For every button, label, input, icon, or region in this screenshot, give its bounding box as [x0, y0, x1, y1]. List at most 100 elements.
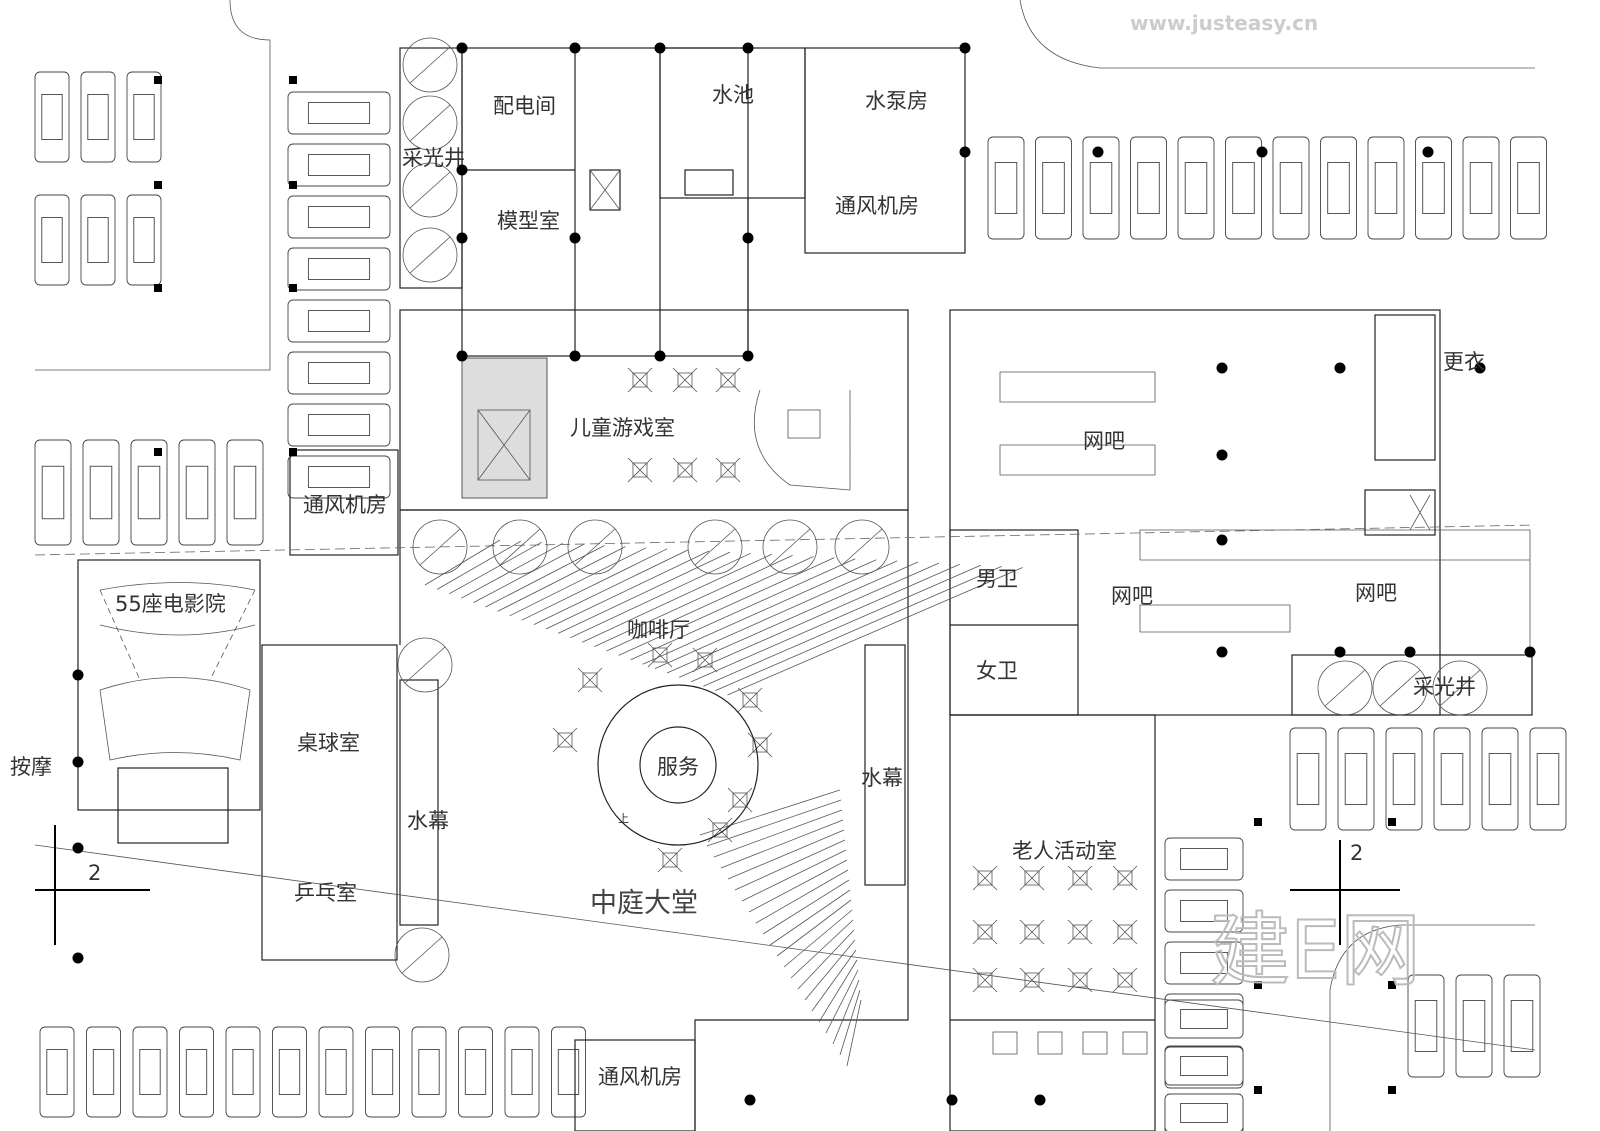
label-vent-room-top: 通风机房 [835, 194, 919, 218]
atrium-hatch [424, 539, 1023, 1067]
table-chairs [692, 647, 718, 673]
car-symbol [1279, 162, 1303, 214]
hatch-line [713, 809, 843, 858]
car-symbol [92, 1049, 115, 1095]
hatch-line [509, 547, 647, 617]
label-water-tank: 水池 [712, 83, 754, 107]
table-icon [752, 737, 768, 753]
desk-icon [1122, 1031, 1148, 1055]
table-icon [677, 372, 693, 388]
car-symbol [557, 1049, 580, 1095]
car-symbol [371, 1049, 394, 1095]
hatch-line [825, 969, 859, 1034]
tree-icon-stroke [1439, 669, 1481, 707]
tree-symbols [394, 37, 1488, 983]
table-chairs [552, 727, 578, 753]
service-desk [639, 726, 717, 804]
column-square [289, 181, 297, 189]
tree-icon-stroke [409, 171, 451, 209]
car-symbol [41, 94, 63, 140]
column-square [1254, 981, 1262, 989]
car-symbol [133, 217, 155, 263]
car-symbol [1137, 162, 1160, 214]
table-chairs [627, 367, 653, 393]
column-square [1388, 1086, 1396, 1094]
tree-icon [402, 37, 458, 93]
label-vent-room-bottom: 通风机房 [598, 1065, 682, 1089]
hatch-line [818, 959, 858, 1023]
car-symbol [1414, 1000, 1438, 1052]
hatch-line [727, 567, 1023, 696]
column-dot [959, 146, 971, 158]
hatch-line [727, 829, 845, 880]
hatch-line [783, 909, 853, 968]
table-chairs [972, 967, 998, 993]
table-icon [677, 462, 693, 478]
table-icon [1024, 972, 1040, 988]
table-icon [1024, 924, 1040, 940]
car-symbol [185, 465, 209, 520]
column-dot [1256, 146, 1268, 158]
column-dot [654, 42, 666, 54]
column-dot [1216, 646, 1228, 658]
hatch-line [521, 548, 668, 621]
column-square [1388, 981, 1396, 989]
stair-up-marker: 上 [618, 812, 629, 825]
hatch-line [557, 551, 731, 634]
column-square [1254, 818, 1262, 826]
column-dot [72, 669, 84, 681]
car-symbol [1517, 162, 1540, 214]
table-icon [720, 372, 736, 388]
hatch-line [797, 929, 855, 990]
hatch-line [715, 566, 1002, 691]
car-symbol [233, 465, 257, 520]
label-water-curtain-right: 水幕 [861, 766, 903, 790]
car-symbol [1536, 753, 1560, 805]
car-symbol [1510, 1000, 1534, 1052]
table-chairs [1112, 919, 1138, 945]
column-dot [1334, 362, 1346, 374]
table-chairs [972, 919, 998, 945]
column-square [1254, 1086, 1262, 1094]
hatch-line [449, 541, 542, 595]
car-symbol [994, 162, 1018, 214]
hatch-line [790, 919, 854, 979]
car-symbol [1180, 1009, 1228, 1029]
car-symbol [1440, 753, 1464, 805]
car-symbol [307, 206, 371, 228]
table-icon [1117, 972, 1133, 988]
tree-icon-stroke [769, 528, 811, 566]
watermark-url: www.justeasy.cn [1130, 11, 1318, 35]
column-dot [742, 42, 754, 54]
car-symbol [418, 1049, 440, 1095]
table-chairs [707, 817, 733, 843]
table-symbols [552, 367, 1148, 1055]
tree-icon [1317, 660, 1373, 716]
tree-icon [412, 519, 468, 575]
column-dot [72, 842, 84, 854]
column-dot [456, 232, 468, 244]
table-icon [557, 732, 573, 748]
table-icon [977, 870, 993, 886]
table-icon [1117, 870, 1133, 886]
label-cinema: 55座电影院 [115, 592, 226, 616]
car-symbol [307, 414, 371, 436]
tree-icon-stroke [841, 528, 883, 566]
table-chairs [1067, 865, 1093, 891]
label-lightwell-right: 采光井 [1413, 675, 1476, 699]
table-chairs [1019, 865, 1045, 891]
car-symbol [139, 1049, 161, 1095]
column-square [154, 181, 162, 189]
column-dot [1404, 646, 1416, 658]
column-dot [72, 952, 84, 964]
label-pump-room: 水泵房 [865, 89, 928, 113]
tree-icon [394, 927, 450, 983]
tree-icon-stroke [409, 236, 451, 274]
label-mens-wc: 男卫 [976, 567, 1018, 591]
car-symbol [1374, 162, 1398, 214]
hatch-line [618, 557, 835, 656]
tree-icon-stroke [1379, 669, 1421, 707]
tree-icon [567, 519, 623, 575]
tree-icon [834, 519, 890, 575]
